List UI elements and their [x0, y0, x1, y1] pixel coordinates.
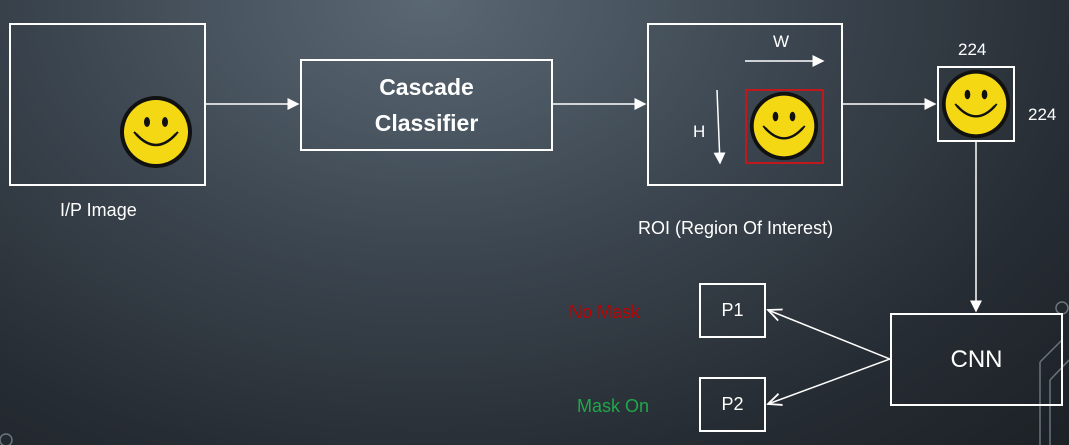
no-mask-label: No Mask	[569, 302, 641, 322]
input-image-caption: I/P Image	[60, 200, 137, 220]
roi-smiley-face-icon	[749, 91, 819, 161]
classifier-label-line1: Cascade	[379, 74, 474, 100]
p1-label: P1	[721, 300, 744, 320]
p1-box	[699, 283, 766, 338]
roi-caption: ROI (Region Of Interest)	[638, 218, 834, 238]
crop-width-label: 224	[958, 40, 987, 59]
classifier-label-line2: Classifier	[374, 110, 479, 136]
roi-width-label: W	[773, 32, 790, 51]
cropped-smiley-face-icon	[941, 69, 1011, 139]
cropped-face-box	[937, 66, 1015, 142]
smiley-face-icon	[120, 96, 192, 168]
crop-height-label: 224	[1028, 105, 1057, 124]
input-image-box	[9, 23, 206, 186]
roi-box	[647, 23, 843, 186]
cnn-label: CNN	[950, 345, 1003, 373]
arrow-height-dimension	[713, 89, 726, 165]
arrow-cnn-to-p2	[768, 358, 891, 404]
roi-highlight-box	[745, 89, 824, 164]
p2-box	[699, 377, 766, 432]
cascade-classifier-label: Cascade Classifier	[300, 59, 553, 151]
cnn-box	[890, 313, 1063, 406]
cascade-classifier-box	[300, 59, 553, 151]
roi-height-label: H	[693, 122, 706, 141]
p2-label: P2	[721, 394, 744, 414]
arrow-cnn-to-p1	[768, 310, 891, 360]
mask-on-label: Mask On	[577, 396, 650, 416]
